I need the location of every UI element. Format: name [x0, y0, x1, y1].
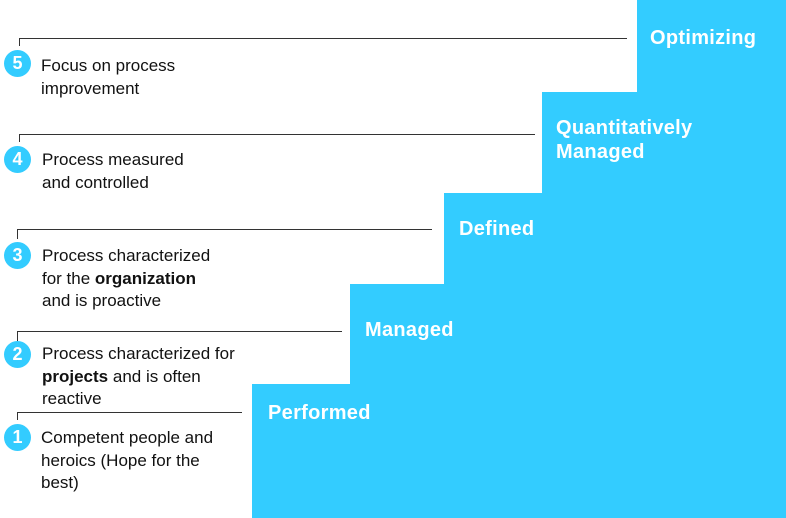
level-4-label: Quantitatively Managed	[556, 116, 692, 164]
level-3-description: Process characterized for the organizati…	[42, 245, 210, 313]
level-3-desc-line-1: Process characterized	[42, 246, 211, 265]
level-2-desc-line-2: projects and is often	[42, 366, 235, 389]
level-3-label: Defined	[459, 218, 535, 240]
leader-line-4	[19, 134, 535, 135]
level-3-badge: 3	[4, 242, 31, 269]
level-3-desc-text: for the	[42, 268, 95, 288]
level-1-desc-line-3: best)	[41, 473, 79, 492]
step-optimizing	[637, 0, 786, 518]
leader-line-1	[17, 412, 242, 413]
level-2-desc-line-1: Process characterized for	[42, 344, 235, 363]
leader-line-2	[17, 331, 342, 332]
level-2-label: Managed	[365, 319, 454, 341]
level-5-label: Optimizing	[650, 27, 757, 49]
level-2-desc-text: and is often	[108, 366, 201, 386]
level-4-description: Process measured and controlled	[42, 149, 184, 194]
leader-tick-1	[17, 412, 18, 420]
level-3-desc-emphasis: organization	[94, 268, 196, 288]
level-1-badge: 1	[4, 424, 31, 451]
level-3-desc-line-3: and is proactive	[42, 291, 162, 310]
level-2-badge: 2	[4, 341, 31, 368]
level-2-desc-emphasis: projects	[42, 366, 109, 386]
level-5-desc-line-2: improvement	[41, 78, 140, 98]
level-1-description: Competent people and heroics (Hope for t…	[41, 427, 213, 495]
level-4-desc-line-1: Process measured	[42, 150, 184, 169]
level-3-desc-line-2: for the organization	[42, 268, 210, 291]
level-1-desc-line-2: heroics (Hope for the	[41, 450, 200, 470]
level-1-desc-line-1: Competent people and	[41, 428, 214, 447]
leader-line-5	[19, 38, 627, 39]
level-5-description: Focus on process improvement	[41, 55, 175, 100]
level-4-badge: 4	[4, 146, 31, 173]
level-1-label: Performed	[268, 402, 371, 424]
leader-tick-2	[17, 331, 18, 341]
leader-tick-3	[17, 229, 18, 239]
leader-tick-4	[19, 134, 20, 142]
level-4-label-line-1: Quantitatively	[556, 117, 693, 139]
leader-line-3	[17, 229, 432, 230]
level-2-description: Process characterized for projects and i…	[42, 343, 235, 411]
level-4-label-line-2: Managed	[556, 141, 645, 163]
level-5-badge: 5	[4, 50, 31, 77]
leader-tick-5	[19, 38, 20, 46]
level-5-desc-line-1: Focus on process	[41, 56, 176, 75]
level-2-desc-line-3: reactive	[42, 389, 102, 408]
level-4-desc-line-2: and controlled	[42, 172, 149, 192]
